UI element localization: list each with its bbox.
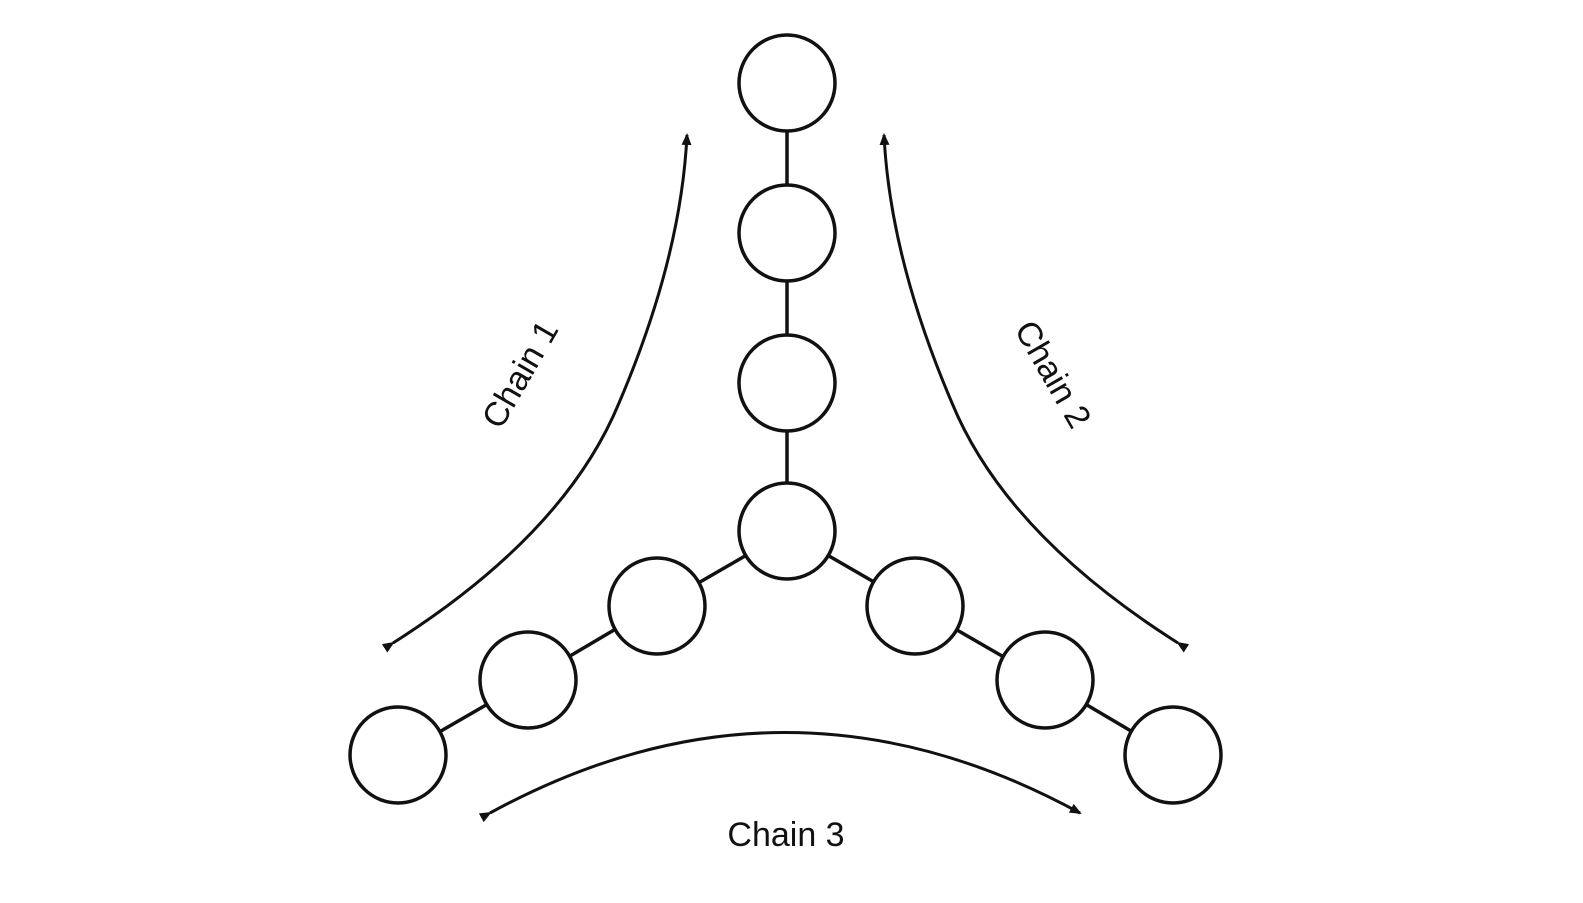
arrows <box>381 133 1190 823</box>
bead-left-2 <box>478 630 578 730</box>
bond-right-2 <box>956 628 1003 658</box>
bond-right-1 <box>828 554 875 584</box>
bead-right-1 <box>865 556 965 656</box>
chain1-arrow <box>381 133 692 653</box>
chain2-arrow <box>879 133 1190 653</box>
bead-right-3 <box>1123 705 1223 805</box>
bead-top-3 <box>737 333 837 433</box>
chain2-label: Chain 2 <box>1007 314 1099 435</box>
bead-left-1 <box>607 556 707 656</box>
bead-right-2 <box>995 630 1095 730</box>
chain3-arrow <box>478 731 1082 823</box>
bond-left-1 <box>699 554 746 584</box>
chain3-label: Chain 3 <box>727 816 844 854</box>
bead-top-1 <box>737 33 837 133</box>
bead-left-3 <box>348 705 448 805</box>
bond-right-3 <box>1086 703 1132 733</box>
bond-left-3 <box>440 703 487 733</box>
bead-center <box>737 481 837 581</box>
chain1-label: Chain 1 <box>475 314 567 435</box>
bead-top-2 <box>737 183 837 283</box>
bond-left-2 <box>569 628 615 658</box>
